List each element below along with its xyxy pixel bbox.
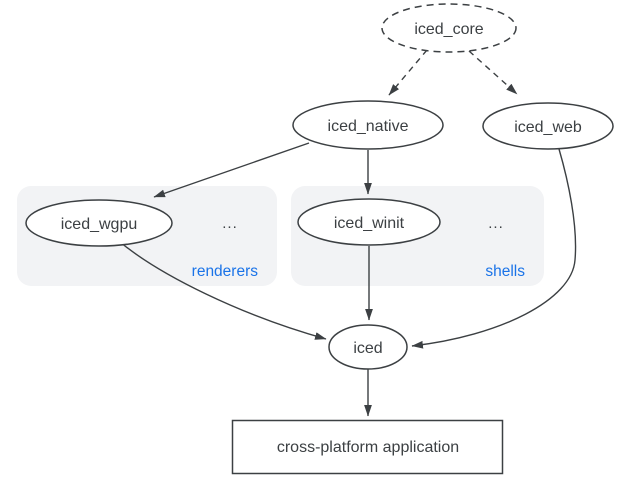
edge-iced-web-to-iced [411,148,577,349]
application-label: cross-platform application [277,439,459,456]
group-shells-label: shells [485,263,525,280]
group-renderers-label: renderers [192,263,259,280]
node-iced: iced [328,324,408,370]
edge-iced-core-to-iced-web [468,50,518,95]
node-iced-winit: iced_winit [297,198,441,246]
group-shells-ellipsis: ... [488,215,504,232]
iced-winit-ellipse [297,198,441,246]
iced-web-label: iced_web [514,119,582,136]
iced-core-label: iced_core [414,21,483,38]
iced-winit-label: iced_winit [334,215,405,232]
node-iced-wgpu: iced_wgpu [25,199,173,247]
edge-iced-core-to-iced-native [388,49,428,96]
iced-ellipse [328,324,408,370]
iced-wgpu-label: iced_wgpu [61,216,138,233]
iced-native-label: iced_native [328,118,409,135]
node-iced-core: iced_core [381,3,517,53]
iced-web-ellipse [482,102,614,150]
node-iced-native: iced_native [292,100,444,150]
group-renderers-ellipsis: ... [222,215,238,232]
node-application: cross-platform application [231,419,504,475]
edge-iced-native-to-iced-wgpu [153,142,310,198]
iced-label: iced [353,340,382,357]
application-rect [231,419,504,475]
iced-wgpu-ellipse [25,199,173,247]
iced-native-ellipse [292,100,444,150]
iced-core-ellipse [381,3,517,53]
node-iced-web: iced_web [482,102,614,150]
edge-iced-wgpu-to-iced [119,241,327,340]
